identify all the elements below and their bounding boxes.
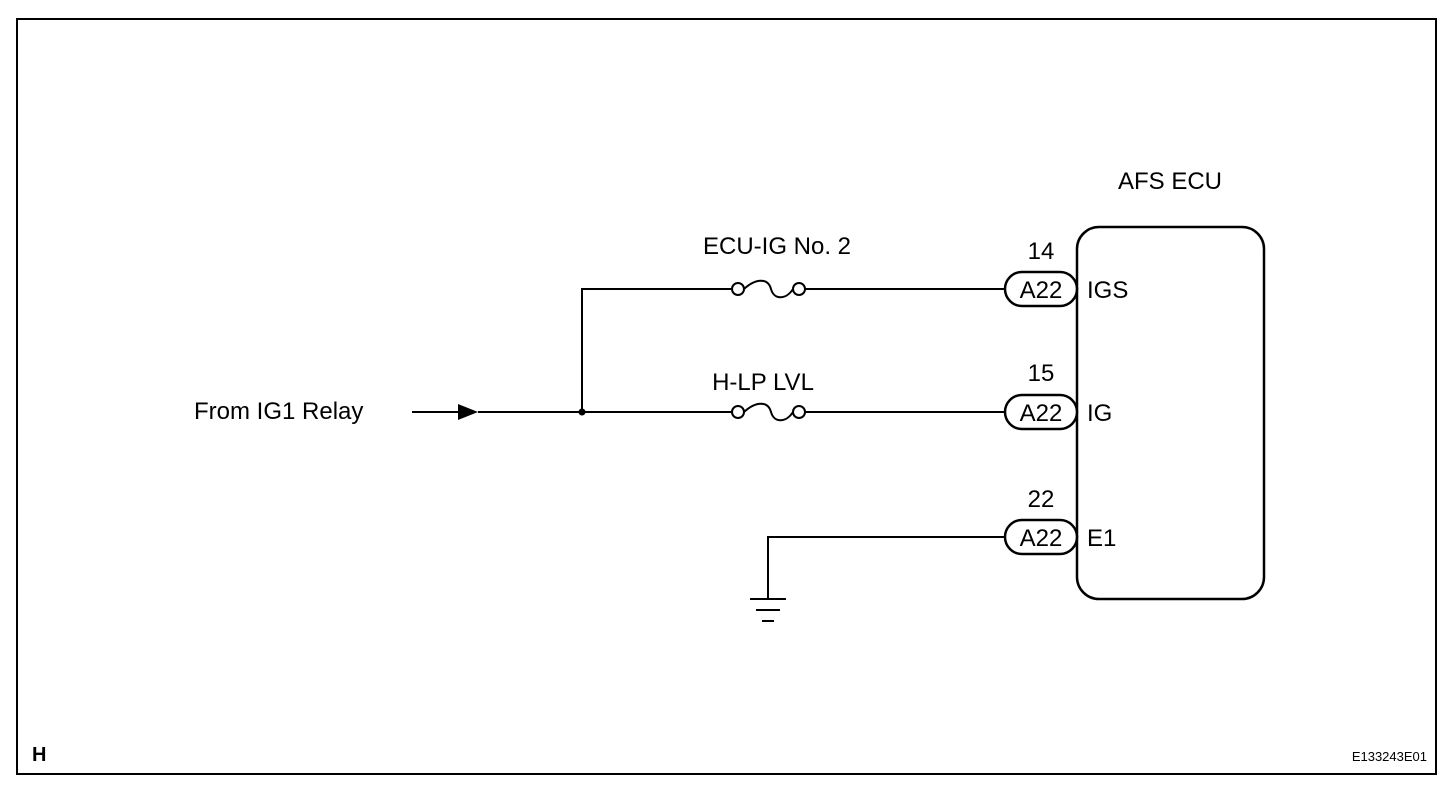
pin-number: 14	[1028, 238, 1055, 265]
connector-badge	[1003, 393, 1079, 431]
terminal-name: IGS	[1087, 277, 1128, 304]
fuse-terminal-left	[731, 405, 745, 419]
fuse-ecu-ig-no2	[731, 279, 806, 299]
fuse-terminal-right	[792, 405, 806, 419]
fuse-h-lp-lvl	[731, 402, 806, 422]
connector-label: A22	[1020, 525, 1063, 552]
figure-id: E133243E01	[1352, 749, 1427, 764]
pin-number: 15	[1028, 360, 1055, 387]
pin-igs: 14 A22 IGS	[1003, 238, 1128, 308]
connector-badge	[1003, 270, 1079, 308]
terminal-name: IG	[1087, 400, 1112, 427]
ecu-title: AFS ECU	[1118, 168, 1222, 195]
ground-symbol-icon	[750, 598, 786, 622]
source-arrow-head	[458, 404, 478, 420]
connector-badge	[1003, 518, 1079, 556]
e1-wire	[767, 536, 1006, 599]
pin-e1: 22 A22 E1	[1003, 486, 1116, 556]
fuse-terminal-left	[731, 282, 745, 296]
fuse-label-ecu-ig-no2: ECU-IG No. 2	[703, 233, 851, 260]
connector-label: A22	[1020, 400, 1063, 427]
pin-ig: 15 A22 IG	[1003, 360, 1112, 431]
fuse-element	[743, 402, 794, 422]
igs-wire-left	[581, 288, 733, 412]
connector-label: A22	[1020, 277, 1063, 304]
source-label: From IG1 Relay	[194, 398, 363, 425]
corner-letter: H	[32, 744, 46, 766]
fuse-terminal-right	[792, 282, 806, 296]
pin-number: 22	[1028, 486, 1055, 513]
fuse-label-h-lp-lvl: H-LP LVL	[712, 369, 814, 396]
fuse-element	[743, 279, 794, 299]
terminal-name: E1	[1087, 525, 1116, 552]
diagram-frame	[16, 18, 1437, 775]
